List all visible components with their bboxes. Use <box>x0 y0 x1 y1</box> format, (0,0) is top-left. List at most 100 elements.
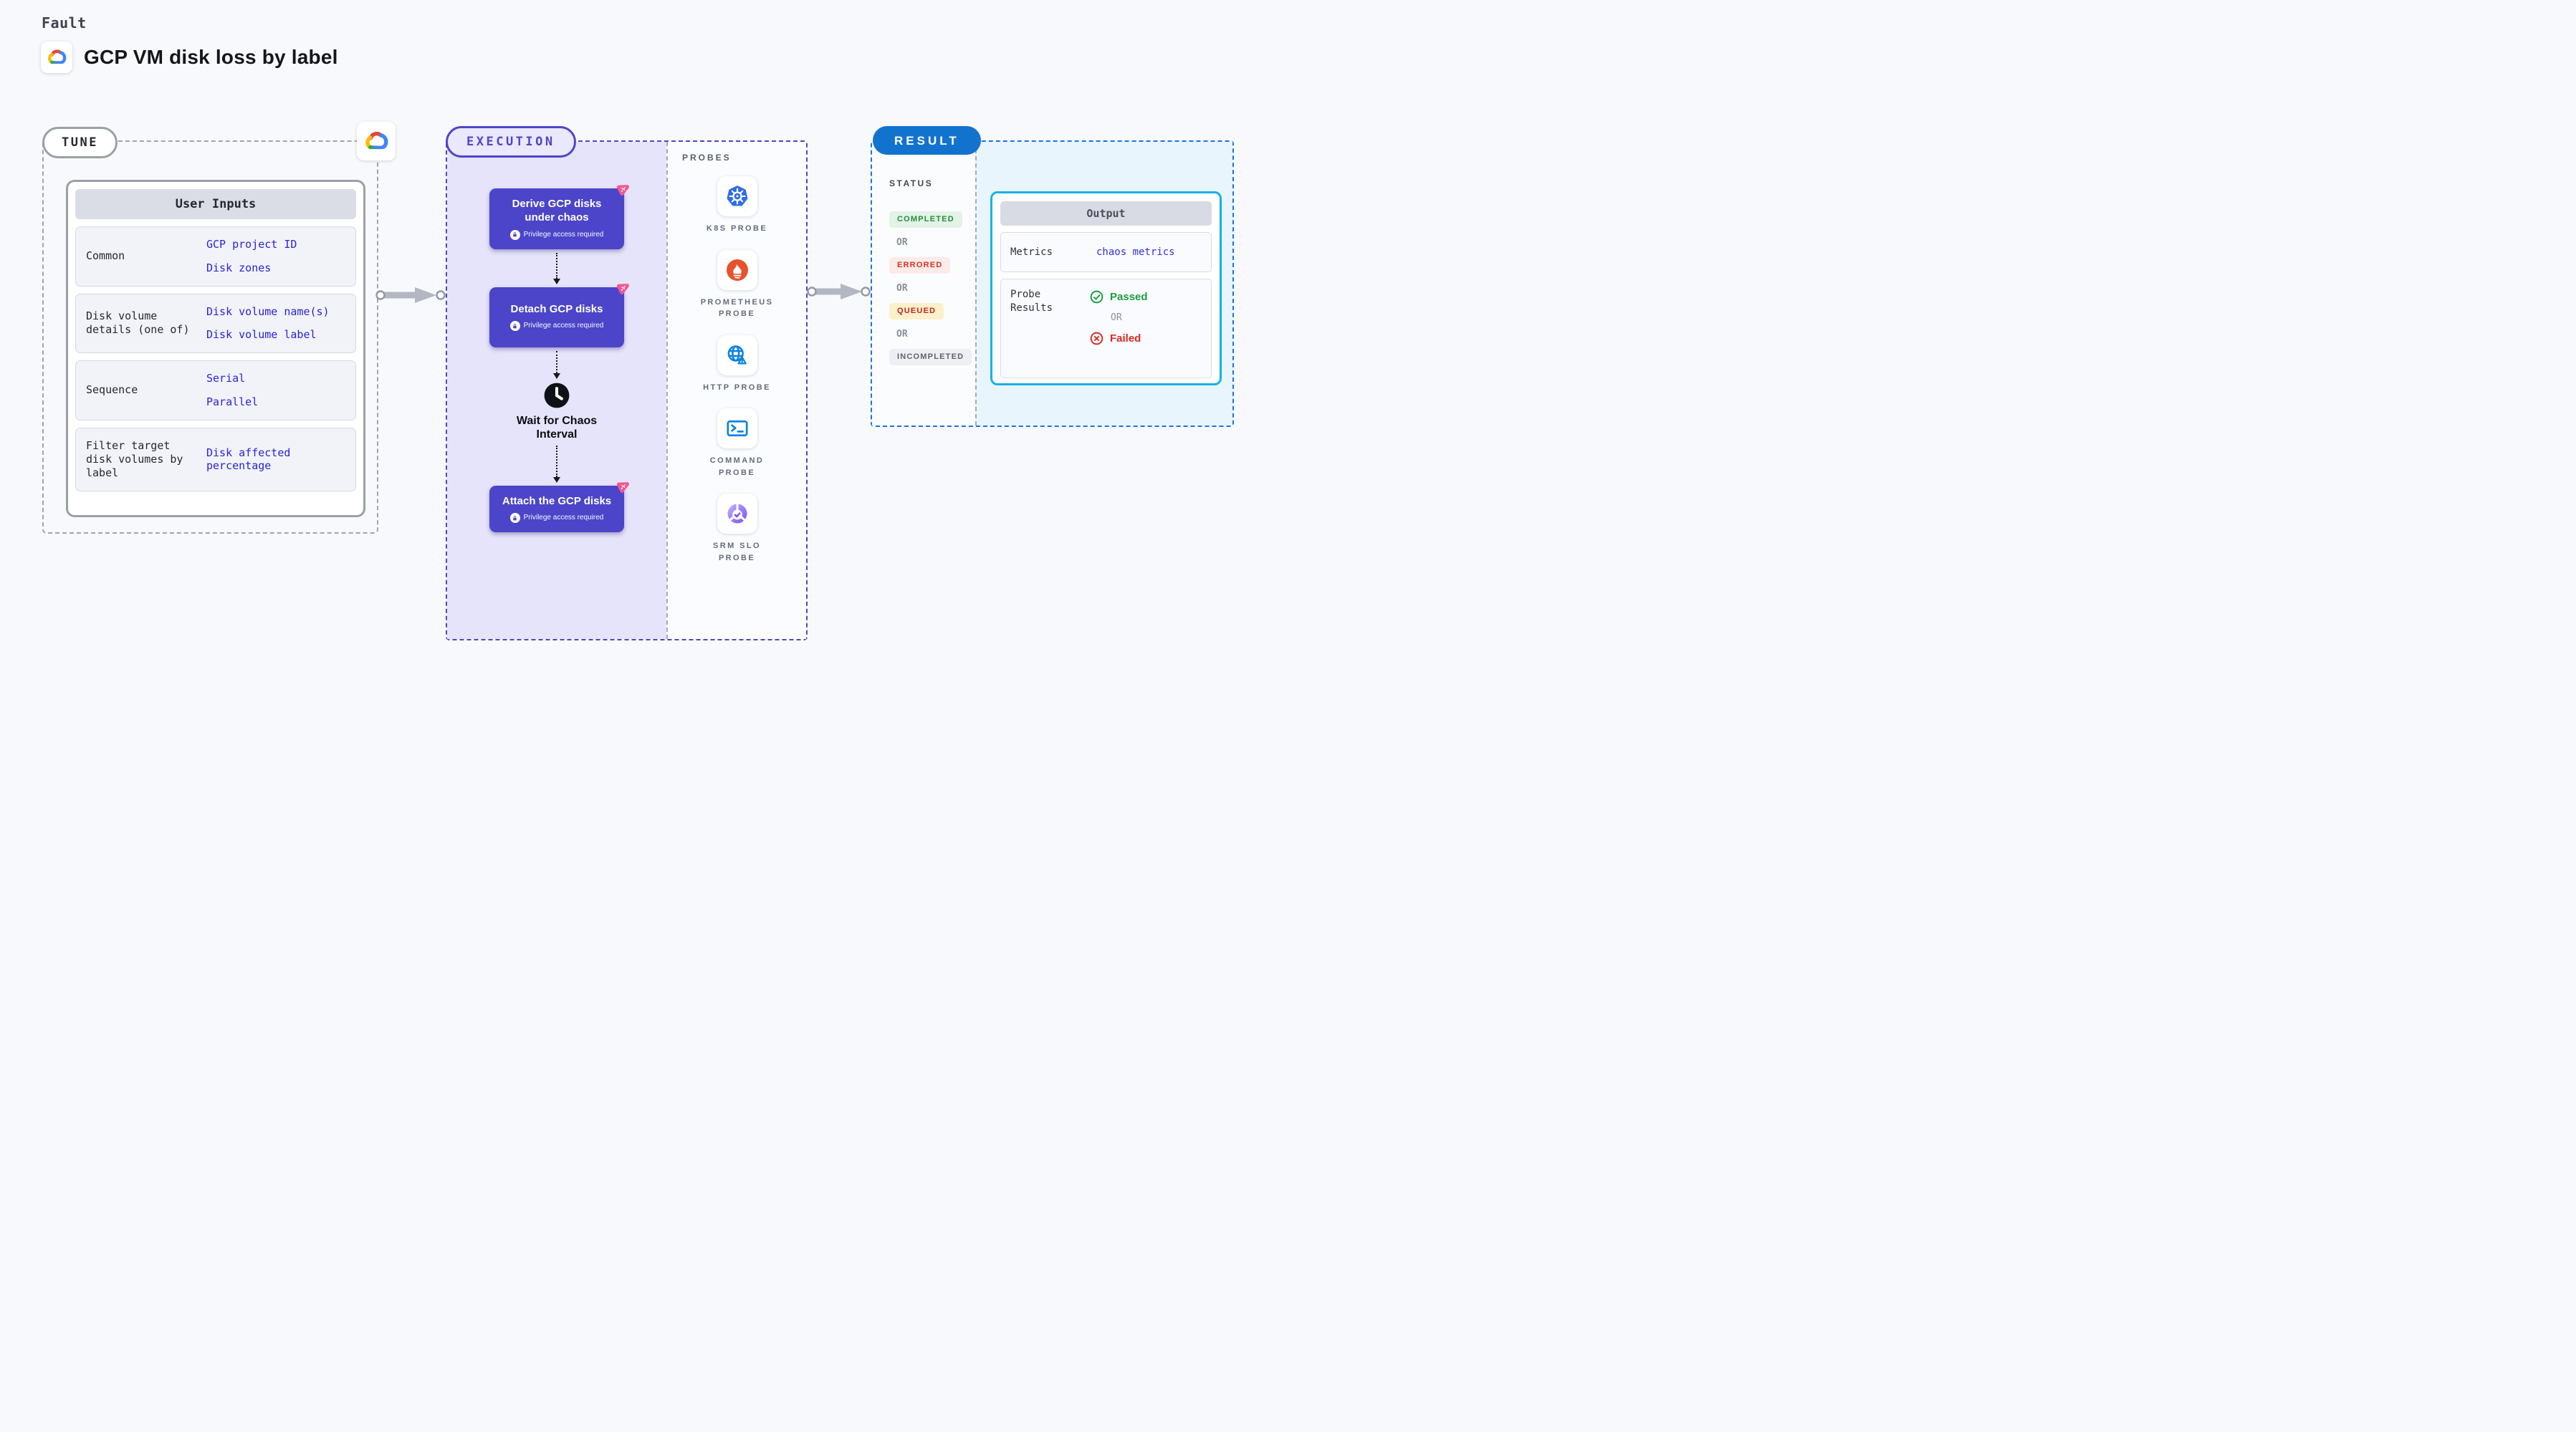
execution-section: Derive GCP disks under chaos Privilege a… <box>446 140 808 640</box>
probe-label: HTTP PROBE <box>703 383 771 392</box>
privilege-note-text: Privilege access required <box>523 230 604 239</box>
failed-label: Failed <box>1110 332 1141 345</box>
privilege-note-text: Privilege access required <box>523 514 604 522</box>
input-row-label: Filter target disk volumes by label <box>86 438 183 479</box>
passed-line: Passed <box>1089 289 1148 304</box>
page-title: GCP VM disk loss by label <box>84 45 338 68</box>
probe-tile <box>717 176 757 216</box>
slo-gauge-icon <box>727 504 747 524</box>
input-row-label: Common <box>86 249 125 263</box>
privilege-note: Privilege access required <box>509 513 604 524</box>
privilege-note: Privilege access required <box>509 229 604 240</box>
failed-line: Failed <box>1089 331 1148 346</box>
step-detach-gcp-disks: Detach GCP disks Privilege access requir… <box>489 283 629 347</box>
lock-icon <box>509 513 520 524</box>
output-header: Output <box>1000 201 1212 226</box>
or-separator: OR <box>896 237 908 248</box>
privilege-note: Privilege access required <box>509 321 604 332</box>
flow-connector <box>553 445 560 483</box>
input-value-link[interactable]: Serial <box>206 372 246 385</box>
probes-heading: PROBES <box>682 153 732 163</box>
step-title: Attach the GCP disks <box>502 494 612 507</box>
input-value-link[interactable]: Disk affected percentage <box>206 446 291 473</box>
lock-icon <box>509 321 520 332</box>
tune-section <box>42 140 378 534</box>
x-circle-icon <box>1090 332 1103 345</box>
output-card: Output Metrics chaos metrics Probe Resul… <box>990 191 1222 385</box>
step-title: Wait for Chaos Interval <box>516 414 598 441</box>
step-wait-for-chaos-interval: Wait for Chaos Interval <box>503 382 611 442</box>
status-badge-completed: COMPLETED <box>889 211 962 228</box>
input-row-label: Sequence <box>86 383 138 397</box>
probe-srm-slo: SRM SLO PROBE <box>698 494 777 564</box>
probe-label: SRM SLO PROBE <box>713 542 761 562</box>
status-heading: STATUS <box>889 178 934 188</box>
user-inputs-header: User Inputs <box>75 189 356 219</box>
input-value-link[interactable]: GCP project ID <box>206 238 297 251</box>
privilege-note-text: Privilege access required <box>523 322 604 330</box>
input-value-link[interactable]: Disk zones <box>206 261 272 274</box>
input-row-label: Disk volume details (one of) <box>86 309 190 337</box>
status-column: STATUS COMPLETED OR ERRORED OR QUEUED OR… <box>872 142 975 426</box>
input-row-filter-by-label: Filter target disk volumes by label Disk… <box>75 427 356 492</box>
step-title: Derive GCP disks under chaos <box>512 198 602 224</box>
probe-tile <box>717 408 757 448</box>
status-badge-queued: QUEUED <box>889 303 944 319</box>
input-value-link[interactable]: Disk volume label <box>206 328 317 342</box>
status-badge-errored: ERRORED <box>889 257 951 274</box>
chaos-experiment-icon <box>616 481 629 493</box>
chaos-experiment-icon <box>616 185 629 196</box>
diagram-canvas: Fault GCP VM disk loss by label TUNE <box>0 0 1288 716</box>
step-attach-gcp-disks: Attach the GCP disks Privilege access re… <box>489 481 629 533</box>
output-area: Output Metrics chaos metrics Probe Resul… <box>975 142 1232 426</box>
probe-tile <box>717 249 757 290</box>
check-circle-icon <box>1090 290 1103 304</box>
input-row-disk-volume-details: Disk volume details (one of) Disk volume… <box>75 293 356 353</box>
execution-badge: EXECUTION <box>446 126 576 158</box>
gcp-cloud-icon <box>48 49 67 64</box>
probe-label: COMMAND PROBE <box>709 456 765 477</box>
input-row-common: Common GCP project ID Disk zones <box>75 226 356 287</box>
gcp-cloud-icon <box>365 131 388 150</box>
flow-connector <box>553 252 560 284</box>
status-badge-incompleted: INCOMPLETED <box>889 349 972 365</box>
result-section: STATUS COMPLETED OR ERRORED OR QUEUED OR… <box>871 140 1234 427</box>
kubernetes-icon <box>726 186 748 206</box>
arrow-tune-to-execution <box>375 287 446 303</box>
or-separator: OR <box>1111 312 1122 323</box>
input-row-sequence: Sequence Serial Parallel <box>75 360 356 421</box>
probe-label: K8S PROBE <box>706 224 768 233</box>
probe-tile <box>717 335 757 375</box>
clock-icon <box>544 383 570 408</box>
flow-connector <box>553 350 560 379</box>
metrics-value-link[interactable]: chaos metrics <box>1096 246 1175 258</box>
probes-panel: PROBES K8S PROBE <box>666 142 806 639</box>
user-inputs-card: User Inputs Common GCP project ID Disk z… <box>66 180 365 517</box>
tune-badge: TUNE <box>42 127 118 158</box>
step-derive-gcp-disks: Derive GCP disks under chaos Privilege a… <box>489 185 629 249</box>
probe-http: HTTP PROBE <box>698 335 777 394</box>
gcp-logo-chip <box>357 122 396 160</box>
chaos-experiment-icon <box>616 283 629 294</box>
lock-icon <box>509 229 520 240</box>
arrow-execution-to-result <box>807 284 871 299</box>
step-title: Detach GCP disks <box>510 302 603 315</box>
prometheus-icon <box>726 259 748 281</box>
input-value-link[interactable]: Disk volume name(s) <box>206 304 330 318</box>
probe-label: PROMETHEUS PROBE <box>700 297 774 319</box>
or-separator: OR <box>896 283 908 294</box>
probe-results-row: Probe Results Passed OR <box>1000 279 1212 378</box>
probe-tile <box>717 494 757 534</box>
fault-kicker: Fault <box>42 14 87 32</box>
probe-prometheus: PROMETHEUS PROBE <box>698 249 777 320</box>
metrics-row: Metrics chaos metrics <box>1000 232 1212 272</box>
metrics-label: Metrics <box>1010 246 1053 258</box>
title-row: GCP VM disk loss by label <box>41 42 338 73</box>
or-separator: OR <box>896 329 908 340</box>
input-value-link[interactable]: Parallel <box>206 395 259 408</box>
execution-flow-panel: Derive GCP disks under chaos Privilege a… <box>447 142 666 639</box>
gcp-logo <box>41 42 72 73</box>
passed-label: Passed <box>1110 291 1148 303</box>
probe-results-label: Probe Results <box>1010 289 1053 314</box>
probe-command: COMMAND PROBE <box>698 408 777 479</box>
